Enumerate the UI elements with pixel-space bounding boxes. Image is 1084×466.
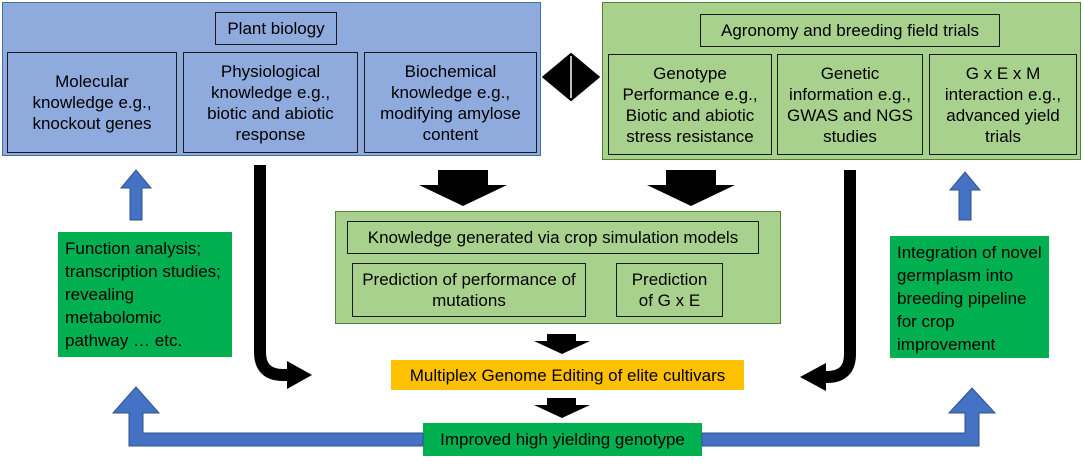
blue-l-arrow-left (111, 386, 424, 447)
plant-biology-title: Plant biology (215, 12, 337, 45)
function-analysis-box: Function analysis; transcription studies… (58, 232, 232, 357)
biochemical-knowledge-box: Biochemical knowledge e.g., modifying am… (364, 52, 537, 153)
blue-l-arrow-right (701, 387, 997, 447)
plant-biology-panel (2, 2, 541, 156)
crop-models-title: Knowledge generated via crop simulation … (347, 221, 759, 254)
blue-up-arrow-left (119, 169, 153, 221)
down-arrow-to-multiplex (534, 334, 590, 354)
blue-up-arrow-right (948, 171, 982, 221)
integration-box: Integration of novel germplasm into bree… (890, 236, 1049, 358)
prediction-gxe-box: Prediction of G x E (616, 263, 723, 317)
genetic-information-box: Genetic information e.g., GWAS and NGS s… (777, 54, 923, 155)
curved-arrow-right (822, 170, 856, 383)
improved-genotype-box: Improved high yielding genotype (423, 423, 702, 456)
gxexm-interaction-box: G x E x M interaction e.g., advanced yie… (929, 54, 1077, 155)
genotype-performance-box: Genotype Performance e.g., Biotic and ab… (608, 54, 772, 155)
agronomy-panel (602, 2, 1081, 160)
multiplex-genome-editing-box: Multiplex Genome Editing of elite cultiv… (391, 360, 744, 390)
down-arrow-right (647, 170, 735, 206)
prediction-mutations-box: Prediction of performance of mutations (352, 263, 586, 317)
curved-arrow-left (254, 165, 290, 381)
diamond-connector (540, 51, 602, 103)
physiological-knowledge-box: Physiological knowledge e.g., biotic and… (183, 52, 358, 153)
molecular-knowledge-box: Molecular knowledge e.g., knockout genes (7, 52, 177, 153)
down-arrow-to-improved (534, 398, 590, 418)
agronomy-title: Agronomy and breeding field trials (700, 14, 1000, 47)
down-arrow-left (419, 170, 507, 206)
crop-models-panel (335, 211, 781, 324)
